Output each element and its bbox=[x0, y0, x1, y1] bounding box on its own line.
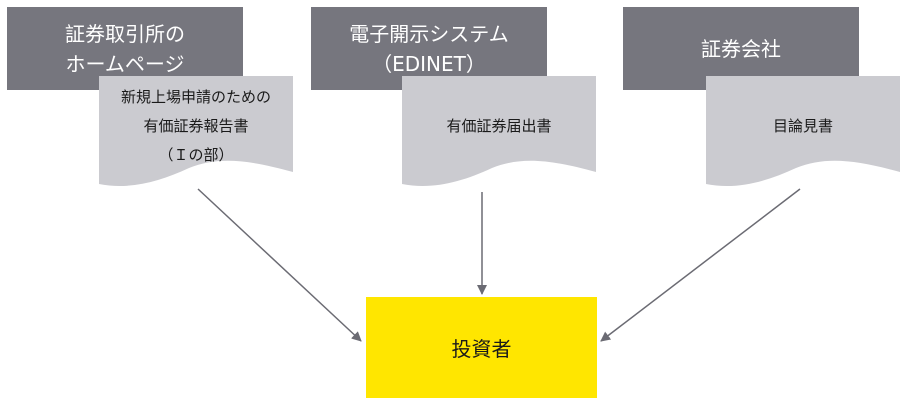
document-label-line: 有価証券報告書 bbox=[143, 116, 249, 135]
document-prospectus: 目論見書 bbox=[706, 103, 900, 149]
source-label-line: （EDINET） bbox=[372, 51, 486, 76]
document-outline bbox=[706, 76, 900, 187]
document-shape bbox=[706, 76, 900, 187]
source-label-line: 証券取引所の bbox=[65, 21, 185, 46]
investor-label: 投資者 bbox=[451, 337, 512, 361]
document-shape bbox=[402, 76, 596, 187]
document-label-line: 有価証券届出書 bbox=[446, 116, 552, 135]
document-securities-registration: 有価証券届出書 bbox=[402, 103, 596, 149]
source-label-line: 証券会社 bbox=[701, 36, 781, 61]
document-securities-report-part1: 新規上場申請のための 有価証券報告書 （Ｉの部） bbox=[99, 80, 293, 172]
investor-box: 投資者 bbox=[366, 297, 597, 398]
source-label-line: 電子開示システム bbox=[349, 21, 509, 46]
document-outline bbox=[99, 76, 293, 187]
arrow-doc3-to-investor bbox=[600, 188, 801, 342]
document-label-line: 新規上場申請のための bbox=[120, 87, 271, 106]
source-label-line: ホームページ bbox=[65, 51, 185, 76]
document-label-line: （Ｉの部） bbox=[158, 145, 234, 164]
document-outline bbox=[402, 76, 596, 187]
document-shape bbox=[99, 76, 293, 187]
document-label-line: 目論見書 bbox=[772, 116, 833, 135]
arrow-doc1-to-investor bbox=[197, 188, 362, 342]
